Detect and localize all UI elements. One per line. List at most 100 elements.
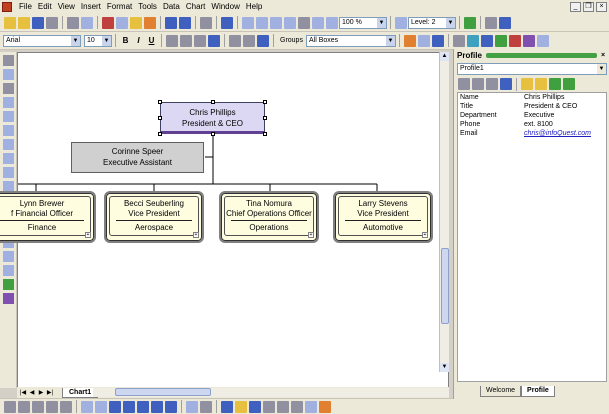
menu-file[interactable]: File — [19, 2, 32, 11]
italic-icon[interactable]: I — [137, 35, 140, 45]
expand-box-icon[interactable]: + — [308, 232, 314, 238]
indent-icon[interactable] — [60, 400, 72, 413]
org-box-assistant[interactable]: Corinne Speer Executive Assistant — [71, 142, 204, 173]
spacing-icon[interactable] — [46, 400, 58, 413]
close-icon[interactable]: × — [601, 51, 606, 59]
panel-grip[interactable] — [485, 52, 597, 58]
style-3-icon[interactable] — [137, 400, 149, 413]
graph-icon[interactable] — [263, 400, 275, 413]
align-center-icon[interactable] — [180, 34, 192, 47]
horizontal-scrollbar[interactable] — [93, 388, 449, 397]
zoom-width-icon[interactable] — [326, 16, 338, 29]
underline-icon[interactable]: U — [148, 35, 155, 45]
rounded-rect-icon[interactable] — [3, 251, 14, 262]
group-icon[interactable] — [81, 400, 93, 413]
zoom-page-icon[interactable] — [312, 16, 324, 29]
layout-icon[interactable] — [417, 34, 430, 47]
next-sheet-icon[interactable]: ▶ — [38, 389, 44, 396]
connect-icon[interactable] — [431, 34, 444, 47]
align-icon[interactable] — [4, 400, 16, 413]
pointer-icon[interactable] — [3, 55, 14, 66]
redo-icon[interactable] — [179, 16, 191, 29]
profile-icon[interactable] — [494, 34, 507, 47]
resize-handle[interactable] — [158, 116, 162, 120]
font-size-select[interactable]: 10 ▼ — [84, 34, 112, 47]
undo-icon[interactable] — [165, 16, 177, 29]
coworker-right-icon[interactable] — [3, 139, 14, 150]
forward-icon[interactable] — [563, 78, 575, 90]
assistant-icon[interactable] — [3, 167, 14, 178]
format-painter-icon[interactable] — [144, 16, 156, 29]
resize-handle[interactable] — [263, 100, 267, 104]
menu-help[interactable]: Help — [245, 2, 263, 11]
menu-chart[interactable]: Chart — [185, 2, 206, 11]
box-style-icon[interactable] — [403, 34, 416, 47]
pan-hand-icon[interactable] — [298, 16, 310, 29]
back-icon[interactable] — [549, 78, 561, 90]
fill-color-icon[interactable] — [257, 34, 269, 47]
copy-icon[interactable] — [116, 16, 128, 29]
menu-view[interactable]: View — [57, 2, 75, 11]
scroll-thumb[interactable] — [115, 388, 211, 396]
font-color-icon[interactable] — [208, 34, 220, 47]
image-icon[interactable] — [452, 34, 465, 47]
ellipse-icon[interactable] — [3, 265, 14, 276]
resize-handle[interactable] — [263, 116, 267, 120]
coworker-left-icon[interactable] — [3, 125, 14, 136]
menu-insert[interactable]: Insert — [80, 2, 101, 11]
line-style-icon[interactable] — [243, 34, 255, 47]
zoom-fit-icon[interactable] — [284, 16, 296, 29]
star-icon[interactable] — [235, 400, 247, 413]
export-icon[interactable] — [499, 16, 511, 29]
expand-box-icon[interactable]: + — [85, 232, 91, 238]
scroll-up-icon[interactable]: ▲ — [440, 52, 449, 61]
resize-handle[interactable] — [211, 100, 215, 104]
menu-edit[interactable]: Edit — [37, 2, 52, 11]
save-icon[interactable] — [32, 16, 44, 29]
manager-icon[interactable] — [3, 153, 14, 164]
border-icon[interactable] — [229, 34, 241, 47]
partner-icon[interactable] — [3, 181, 14, 192]
groups-select[interactable]: All Boxes ▼ — [305, 34, 396, 47]
sort-icon[interactable] — [508, 34, 521, 47]
help-icon[interactable] — [221, 16, 233, 29]
scroll-thumb[interactable] — [441, 248, 449, 324]
align-right-icon[interactable] — [194, 34, 206, 47]
first-sheet-icon[interactable]: |◀ — [19, 389, 27, 396]
print-preview-icon[interactable] — [81, 16, 93, 29]
connect-box-icon[interactable] — [3, 69, 14, 80]
expand-icon[interactable] — [536, 34, 549, 47]
minimize-icon[interactable]: _ — [570, 2, 581, 12]
close-icon[interactable]: × — [596, 2, 607, 12]
zoom-out-icon[interactable] — [256, 16, 268, 29]
picture-icon[interactable] — [277, 400, 289, 413]
chart-style-icon[interactable] — [480, 34, 493, 47]
zoom-window-icon[interactable] — [270, 16, 282, 29]
resize-handle[interactable] — [211, 132, 215, 136]
arrange-icon[interactable] — [186, 400, 198, 413]
search-icon[interactable] — [305, 400, 317, 413]
style-5-icon[interactable] — [165, 400, 177, 413]
menu-window[interactable]: Window — [211, 2, 240, 11]
last-sheet-icon[interactable]: ▶| — [46, 389, 54, 396]
layers-icon[interactable] — [291, 400, 303, 413]
picture-tool-icon[interactable] — [3, 279, 14, 290]
magic-wand-icon[interactable] — [319, 400, 331, 413]
style-1-icon[interactable] — [109, 400, 121, 413]
scroll-down-icon[interactable]: ▼ — [440, 363, 449, 372]
org-box-ceo[interactable]: Chris Phillips President & CEO — [158, 100, 267, 136]
save-all-icon[interactable] — [46, 16, 58, 29]
edit-fields-icon[interactable] — [535, 78, 547, 90]
move-icon[interactable] — [3, 83, 14, 94]
filter-icon[interactable] — [522, 34, 535, 47]
page-setup-icon[interactable] — [486, 78, 498, 90]
prev-sheet-icon[interactable]: ◀ — [29, 389, 35, 396]
restore-icon[interactable]: ❐ — [583, 2, 594, 12]
level-select[interactable]: Level: 2 ▼ — [408, 16, 456, 29]
email-link[interactable]: chris@infoQuest.com — [524, 130, 592, 137]
org-box-operations[interactable]: Tina Nomura Chief Operations Officer Ope… — [219, 191, 319, 243]
subordinate-icon[interactable] — [3, 111, 14, 122]
tab-welcome[interactable]: Welcome — [480, 386, 522, 397]
properties-icon[interactable] — [500, 78, 512, 90]
new-file-icon[interactable] — [4, 16, 16, 29]
